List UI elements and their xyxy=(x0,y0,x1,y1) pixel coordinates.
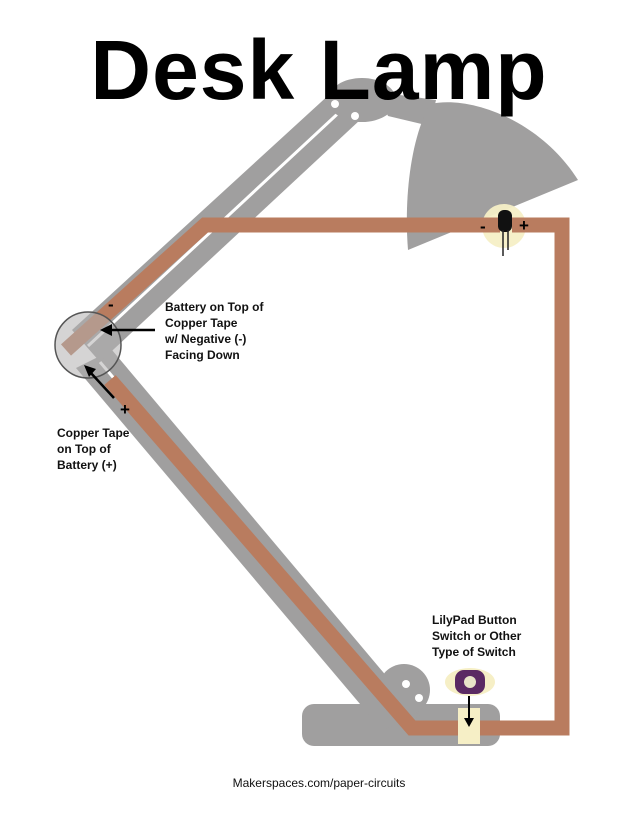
base-joint-pin xyxy=(415,694,423,702)
copper-note: Copper Tape on Top of Battery (+) xyxy=(57,426,130,472)
lamp-neck xyxy=(378,92,436,126)
battery-negative-sign: - xyxy=(108,295,114,314)
switch-note: LilyPad Button Switch or Other Type of S… xyxy=(432,613,522,659)
top-joint-pin xyxy=(331,100,339,108)
footer-url: Makerspaces.com/paper-circuits xyxy=(232,776,406,790)
led-negative-sign: - xyxy=(480,217,486,236)
copper-tape-bottom-path xyxy=(104,375,458,736)
lilypad-button xyxy=(464,676,476,688)
copper-arrow xyxy=(89,371,115,399)
copper-tape-top-path xyxy=(60,217,500,356)
battery-positive-sign: + xyxy=(120,400,130,419)
top-joint-pin xyxy=(351,112,359,120)
led-body xyxy=(498,210,512,232)
lamp-shade xyxy=(406,102,578,250)
top-joint xyxy=(328,78,396,122)
battery-arrowhead xyxy=(100,324,112,336)
copper-tape-right-path xyxy=(480,217,570,736)
battery-note: Battery on Top of Copper Tape w/ Negativ… xyxy=(165,300,264,362)
page-title: Desk Lamp xyxy=(90,23,548,117)
switch-arrowhead xyxy=(464,718,474,727)
base-joint-pin xyxy=(402,680,410,688)
led-positive-sign: + xyxy=(519,216,529,235)
copper-arrowhead xyxy=(84,365,96,377)
